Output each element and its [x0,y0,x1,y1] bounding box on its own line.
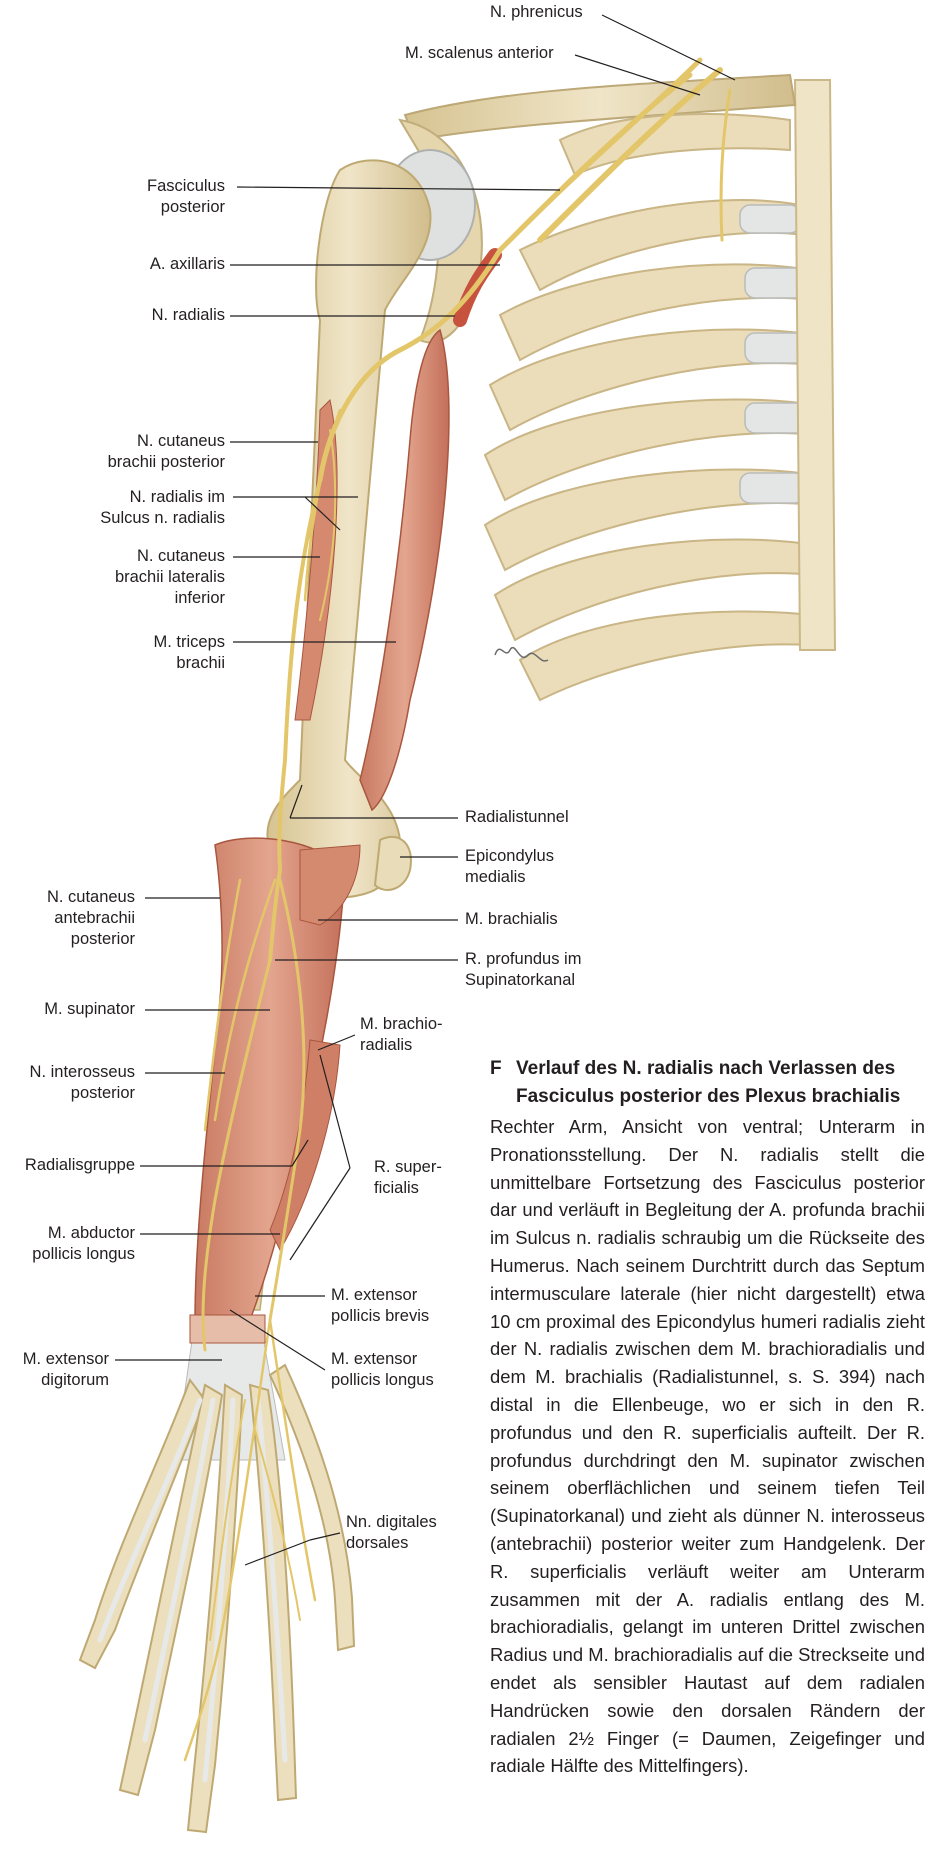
label-n-phrenicus: N. phrenicus [490,3,583,21]
brachialis-muscle [299,844,361,926]
caption-title-text: Verlauf des N. radialis nach Verlassen d… [516,1058,901,1107]
label-radialisgruppe: Radialisgruppe [24,1156,135,1174]
label-m-extensor-pollicis-brevis: M. extensor pollicis brevis [331,1286,430,1325]
triceps-muscle [359,328,450,812]
label-m-brachioradialis: M. brachio- radialis [360,1015,443,1054]
artist-signature [494,647,549,662]
triceps-lateral-head [294,398,338,721]
label-r-superficialis: R. super- ficialis [374,1158,442,1197]
rib-cage [483,199,816,702]
epicondyle [373,835,412,891]
label-n-interosseus-posterior: N. interosseus posterior [29,1063,135,1102]
hand-tendons [97,1397,288,1783]
label-n-cutaneus-brachii-lateralis-inferior: N. cutaneus brachii lateralis inferior [114,547,225,607]
nerves [183,57,732,1762]
label-fasciculus-posterior: Fasciculus posterior [147,177,225,216]
label-m-abductor-pollicis-longus: M. abductor pollicis longus [32,1224,135,1263]
label-a-axillaris: A. axillaris [149,255,225,273]
label-m-extensor-pollicis-longus: M. extensor pollicis longus [331,1350,434,1389]
caption-letter: F [490,1058,502,1079]
label-n-cutaneus-antebrachii-posterior: N. cutaneus antebrachii posterior [46,888,135,948]
label-n-cutaneus-brachii-posterior: N. cutaneus brachii posterior [107,432,225,471]
label-n-radialis-im-sulcus: N. radialis im Sulcus n. radialis [100,488,225,527]
label-radialistunnel: Radialistunnel [465,808,569,826]
label-r-profundus: R. profundus im Supinatorkanal [465,950,582,989]
sternum [793,79,837,651]
label-m-extensor-digitorum: M. extensor digitorum [22,1350,109,1389]
extensor-retinaculum [189,1314,266,1344]
caption-body: Rechter Arm, Ansicht von ventral; Untera… [490,1116,925,1777]
label-m-triceps-brachii: M. triceps brachii [153,633,225,672]
label-n-radialis: N. radialis [151,306,225,324]
costal-cartilages [739,204,808,504]
caption-title: F Verlauf des N. radialis nach Verlassen… [490,1055,925,1111]
label-nn-digitales-dorsales: Nn. digitales dorsales [346,1513,437,1552]
label-m-scalenus-anterior: M. scalenus anterior [405,44,554,62]
label-m-supinator: M. supinator [44,1000,135,1018]
first-rib [558,113,791,177]
leader-lines [115,14,736,1566]
label-m-brachialis: M. brachialis [465,910,558,928]
label-epicondylus-medialis: Epicondylus medialis [465,847,554,886]
figure-caption: F Verlauf des N. radialis nach Verlassen… [490,1055,925,1780]
